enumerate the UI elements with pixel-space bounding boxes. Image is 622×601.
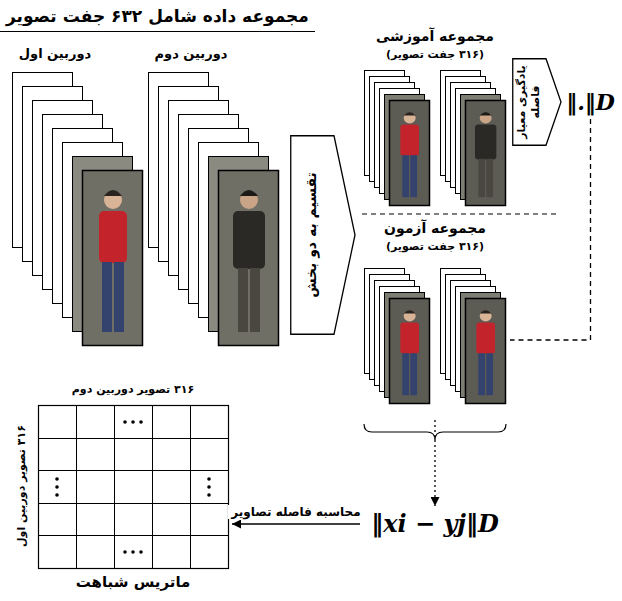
grid-line	[190, 405, 191, 568]
title-box: مجموعه داده شامل ۶۳۲ جفت تصویر	[0, 6, 292, 32]
block-arrow	[513, 59, 561, 146]
grid-line	[76, 405, 77, 568]
image-set: مجموعه آزمون (۳۱۶ جفت تصویر)	[360, 218, 510, 420]
similarity-matrix: ۳۱۶ تصویر دوربین دوم ۳۱۶ تصویر دوربین اول…	[8, 380, 232, 598]
matrix-grid	[38, 405, 229, 569]
person-photo	[476, 310, 495, 395]
node-label: دوربین دوم	[146, 46, 236, 62]
diagram-title: مجموعه داده شامل ۶۳۲ جفت تصویر	[0, 6, 315, 32]
metric-symbol: ‖.‖D	[559, 85, 622, 119]
grid-border	[39, 406, 229, 569]
connector	[232, 523, 360, 524]
dot	[55, 485, 59, 489]
edge-label: محاسبه فاصله تصاویر	[228, 505, 363, 519]
dot	[139, 420, 143, 424]
test-stack	[441, 269, 506, 404]
split-arrow: تقسیم به دو بخش	[290, 135, 356, 335]
dot	[55, 493, 59, 497]
node-label: مجموعه آموزشی	[360, 28, 510, 46]
grid-line	[38, 535, 228, 536]
dot	[131, 550, 135, 554]
block-arrow	[291, 136, 355, 335]
person-photo	[233, 190, 265, 332]
connector	[510, 119, 591, 340]
dot	[139, 550, 143, 554]
connector	[434, 420, 435, 506]
image-stack: دوربین اول	[10, 46, 144, 346]
grid-line	[114, 405, 115, 568]
person-photo	[475, 112, 496, 197]
training-stack	[365, 71, 430, 206]
person-photo	[400, 310, 419, 395]
image-set: مجموعه آموزشی (۳۱۶ جفت تصویر)	[360, 26, 510, 206]
camera-stack	[13, 73, 143, 346]
grid-line	[152, 405, 153, 568]
image-stack: دوربین دوم	[146, 46, 280, 346]
camera-stack	[149, 73, 279, 346]
dot	[131, 420, 135, 424]
learn-arrow: یادگیری معیار فاصله	[512, 58, 562, 146]
node-label: (۳۱۶ جفت تصویر)	[360, 48, 510, 62]
grid-line	[38, 438, 228, 439]
dot	[207, 485, 211, 489]
person-photo	[99, 190, 127, 332]
dot	[123, 550, 127, 554]
ellipsis-dots	[55, 420, 211, 554]
distance-formula: ‖xi − yj‖D	[360, 506, 510, 542]
separator-line	[362, 214, 560, 215]
dot	[207, 477, 211, 481]
block-arrow-shape	[290, 135, 356, 335]
node-label: (۳۱۶ جفت تصویر)	[360, 240, 510, 254]
grid-line	[38, 503, 228, 504]
node-label: ‖xi − yj‖D	[371, 506, 499, 542]
node-label: ۳۱۶ تصویر دوربین دوم	[33, 383, 233, 397]
dot	[55, 477, 59, 481]
grid-line	[38, 470, 228, 471]
node-label: تقسیم به دو بخش	[303, 145, 321, 325]
node-label: ماتریس شباهت	[33, 573, 233, 592]
dot	[207, 493, 211, 497]
node-label: ۳۱۶ تصویر دوربین اول	[15, 406, 29, 566]
node-label: ‖.‖D	[566, 85, 615, 119]
dot	[123, 420, 127, 424]
node-label: مجموعه آزمون	[360, 220, 510, 238]
test-stack	[365, 269, 430, 404]
node-label: یادگیری معیار فاصله	[515, 62, 543, 142]
training-stack	[441, 71, 506, 206]
person-photo	[400, 112, 419, 197]
node-label: دوربین اول	[10, 46, 100, 62]
